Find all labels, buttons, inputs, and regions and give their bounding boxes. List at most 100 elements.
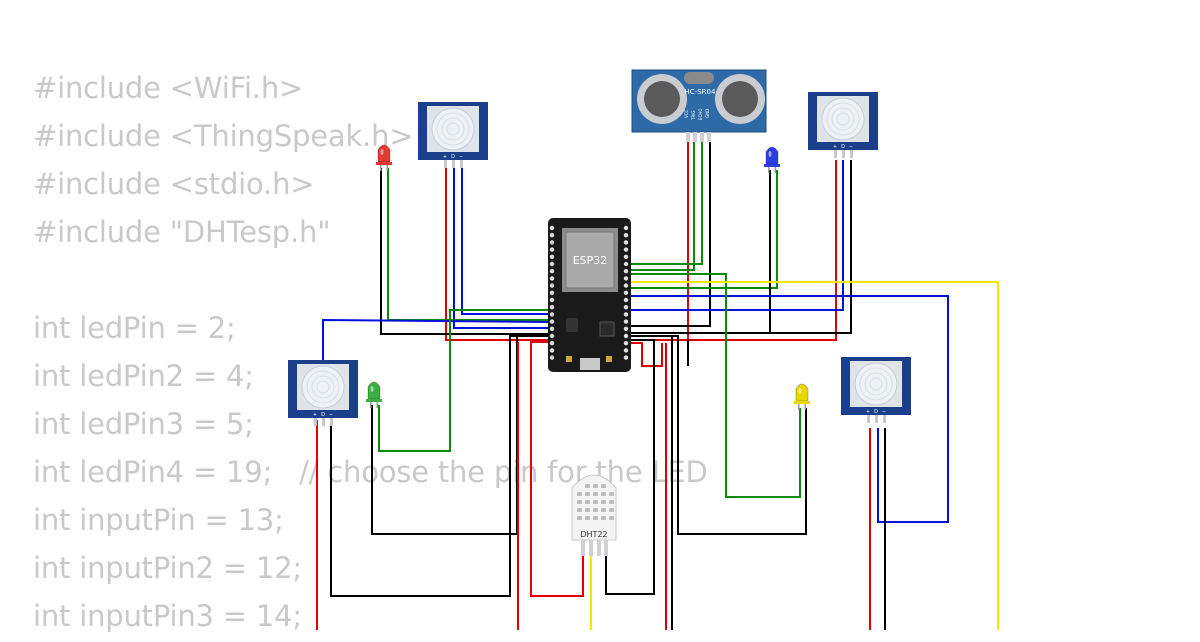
wire-yellow-led-gnd[interactable]	[630, 335, 807, 535]
wire-yellow-data[interactable]	[630, 281, 999, 630]
esp32-pin[interactable]	[549, 261, 555, 267]
wire-pir3-vcc[interactable]	[630, 160, 837, 341]
wire-pir3-data[interactable]	[630, 160, 844, 311]
esp32-pin[interactable]	[623, 333, 629, 339]
esp32-pin[interactable]	[623, 319, 629, 324]
esp32-pin[interactable]	[549, 326, 555, 331]
esp32-pin[interactable]	[623, 276, 629, 281]
wire-green-led[interactable]	[378, 309, 552, 452]
wire-us-trig[interactable]	[630, 140, 695, 271]
esp32-pin[interactable]	[623, 355, 629, 360]
esp32-pin[interactable]	[549, 319, 555, 324]
esp32-board[interactable]: ESP32	[548, 218, 631, 372]
pir-sensor[interactable]: +D−	[418, 102, 488, 168]
wire-blue-led[interactable]	[630, 170, 778, 289]
esp32-pin[interactable]	[623, 290, 629, 295]
esp32-pin[interactable]	[549, 233, 555, 238]
dht22-label: DHT22	[580, 530, 607, 539]
esp32-pin[interactable]	[623, 233, 629, 238]
dht22-grille-slot	[609, 500, 614, 504]
dht22-grille	[577, 484, 614, 520]
code-line: int ledPin = 2;	[33, 311, 236, 345]
pir-sensor[interactable]: +D−	[288, 360, 358, 426]
esp32-pin[interactable]	[623, 261, 629, 267]
dht22-grille-slot	[601, 516, 606, 520]
esp32-pin[interactable]	[549, 240, 555, 245]
dht22-grille-slot	[577, 500, 582, 504]
dht22-grille-slot	[601, 492, 606, 496]
wire-us-gnd[interactable]	[630, 140, 711, 327]
esp32-pin[interactable]	[623, 312, 629, 317]
led-body	[377, 144, 391, 163]
esp32-pin[interactable]	[549, 225, 555, 231]
pir-pin-label: +	[833, 144, 837, 150]
ultrasonic-label: HC-SR04	[685, 88, 716, 96]
yellow-led[interactable]	[794, 383, 810, 410]
pir-sensor[interactable]: +D−	[841, 357, 911, 423]
wire-red-led[interactable]	[380, 168, 552, 335]
esp32-pin[interactable]	[623, 225, 629, 231]
pir-pin-label: D	[321, 412, 325, 418]
esp32-pin[interactable]	[623, 297, 629, 303]
esp32-pin[interactable]	[623, 305, 629, 310]
esp32-pin[interactable]	[549, 297, 555, 303]
wire-pir1-gnd[interactable]	[461, 162, 552, 315]
wire-pir3-gnd[interactable]	[630, 160, 852, 334]
wire-us-echo[interactable]	[630, 140, 703, 265]
code-line: int inputPin2 = 12;	[33, 551, 302, 585]
pir-dome	[431, 107, 475, 151]
esp32-pin[interactable]	[549, 333, 555, 339]
esp32-pin[interactable]	[549, 269, 555, 274]
esp32-pin[interactable]	[549, 254, 555, 259]
green-led[interactable]	[366, 381, 382, 408]
led-leg	[804, 404, 806, 410]
pir-pin	[850, 150, 853, 158]
pir-lens-ring	[826, 102, 860, 136]
blue-led[interactable]	[764, 146, 780, 173]
pir-lens-ring	[831, 107, 855, 131]
dht22-grille-slot	[601, 500, 606, 504]
esp32-pin[interactable]	[623, 269, 629, 274]
esp32-pin[interactable]	[549, 341, 555, 346]
pir-pin-label: +	[313, 412, 317, 418]
dht22-grille-slot	[601, 484, 606, 488]
pir-pin	[867, 415, 870, 423]
wire-pir1-data[interactable]	[453, 162, 552, 329]
code-line: int inputPin = 13;	[33, 503, 284, 537]
wire-power-loop[interactable]	[630, 342, 663, 367]
esp32-pin[interactable]	[623, 247, 629, 252]
esp32-pin[interactable]	[549, 247, 555, 252]
wire-dht-vcc[interactable]	[530, 341, 584, 597]
led-highlight	[370, 386, 374, 392]
led-body	[367, 381, 381, 400]
pir-lens-ring	[859, 367, 893, 401]
esp32-pin[interactable]	[549, 276, 555, 281]
esp32-pin[interactable]	[549, 312, 555, 317]
pir-lens-ring	[446, 122, 460, 136]
wire-pir4-signal[interactable]	[630, 295, 949, 523]
esp32-pin[interactable]	[623, 341, 629, 346]
esp32-pin[interactable]	[549, 348, 555, 353]
esp32-pin[interactable]	[549, 355, 555, 360]
pir-sensor[interactable]: +D−	[808, 92, 878, 158]
esp32-pin[interactable]	[623, 254, 629, 259]
wire-green-led-gnd[interactable]	[371, 335, 552, 535]
esp32-pin[interactable]	[623, 326, 629, 331]
red-led[interactable]	[376, 144, 392, 171]
wire-yellow-led[interactable]	[630, 273, 801, 498]
wire-dht-gnd[interactable]	[605, 339, 655, 595]
svg-text:GND: GND	[705, 109, 710, 118]
esp32-pin[interactable]	[549, 290, 555, 295]
wire-red-led-2[interactable]	[387, 168, 552, 321]
led-rim	[376, 162, 392, 165]
esp32-pin[interactable]	[549, 305, 555, 310]
esp32-pin[interactable]	[623, 240, 629, 245]
dht22-sensor[interactable]: DHT22	[571, 474, 617, 556]
esp32-pin[interactable]	[623, 348, 629, 353]
code-line: int ledPin3 = 5;	[33, 407, 254, 441]
wire-blue-led-gnd[interactable]	[630, 170, 771, 334]
esp32-pin[interactable]	[623, 283, 629, 288]
esp32-pin[interactable]	[549, 283, 555, 288]
code-editor-background: #include <WiFi.h>#include <ThingSpeak.h>…	[33, 66, 708, 642]
ultrasonic-sensor[interactable]: HC-SR04 VCC TRIG ECHO GND	[631, 69, 767, 142]
